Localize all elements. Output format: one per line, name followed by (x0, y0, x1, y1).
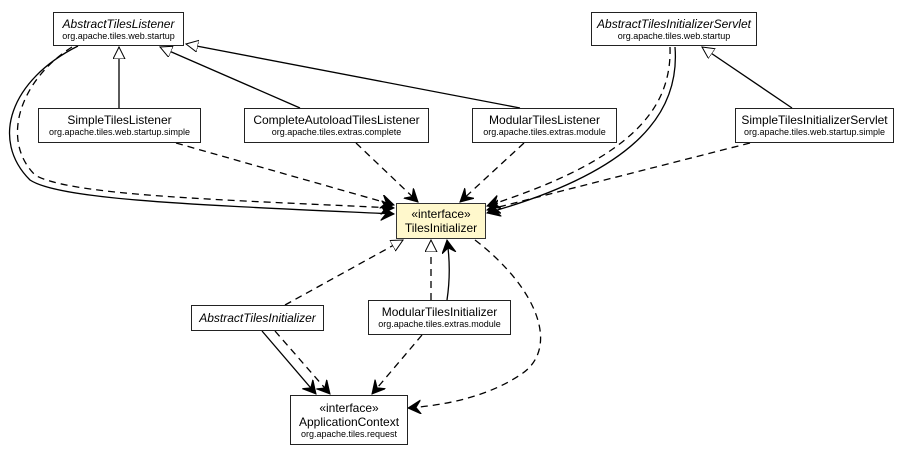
class-abstract-tiles-listener[interactable]: AbstractTilesListener org.apache.tiles.w… (53, 12, 184, 46)
class-name: ModularTilesInitializer (381, 305, 498, 319)
edge-modular-initializer-assoc (447, 240, 449, 301)
edge-tiles-initializer-dep-appctx (408, 239, 542, 408)
class-name: SimpleTilesInitializerServlet (741, 113, 888, 127)
class-name: ModularTilesListener (489, 113, 600, 127)
class-package: org.apache.tiles.web.startup (62, 30, 175, 41)
class-complete-autoload-tiles-listener[interactable]: CompleteAutoloadTilesListener org.apache… (244, 108, 429, 143)
class-package: org.apache.tiles.web.startup.simple (48, 127, 191, 137)
edge-modular-listener-extends (186, 44, 521, 109)
class-abstract-tiles-initializer-servlet[interactable]: AbstractTilesInitializerServlet org.apac… (591, 12, 757, 46)
edge-abstract-servlet-assoc (487, 46, 677, 213)
edge-abstract-initializer-dep-appctx (274, 330, 330, 394)
class-modular-tiles-listener[interactable]: ModularTilesListener org.apache.tiles.ex… (472, 108, 617, 143)
interface-tiles-initializer[interactable]: «interface» TilesInitializer (396, 203, 486, 239)
class-package: org.apache.tiles.request (300, 428, 398, 439)
class-abstract-tiles-initializer[interactable]: AbstractTilesInitializer (191, 305, 324, 331)
edge-abstract-listener-dep (16, 46, 394, 208)
edge-simple-listener-dep (175, 142, 394, 205)
class-package: org.apache.tiles.extras.complete (271, 127, 402, 137)
class-name: AbstractTilesListener (62, 16, 175, 31)
class-simple-tiles-listener[interactable]: SimpleTilesListener org.apache.tiles.web… (38, 108, 201, 143)
class-name: CompleteAutoloadTilesListener (253, 113, 420, 127)
edge-abstract-listener-assoc (8, 45, 394, 214)
interface-application-context[interactable]: «interface» ApplicationContext org.apach… (290, 395, 408, 445)
edge-abstract-initializer-assoc-appctx (261, 330, 316, 394)
edge-complete-listener-extends (160, 47, 301, 109)
class-name: AbstractTilesInitializerServlet (597, 16, 751, 31)
class-name: AbstractTilesInitializer (199, 311, 316, 325)
class-package: org.apache.tiles.extras.module (483, 127, 606, 137)
class-name: SimpleTilesListener (67, 113, 172, 127)
class-name: TilesInitializer (404, 221, 478, 235)
edge-simple-servlet-extends (702, 47, 793, 109)
class-name: ApplicationContext (298, 414, 400, 429)
class-package: org.apache.tiles.web.startup (617, 30, 731, 41)
edge-simple-servlet-dep (487, 142, 751, 210)
edge-modular-initializer-dep-appctx (372, 334, 423, 394)
class-simple-tiles-initializer-servlet[interactable]: SimpleTilesInitializerServlet org.apache… (735, 108, 894, 143)
edge-modular-listener-dep (460, 142, 525, 202)
edge-complete-listener-dep (355, 142, 418, 202)
stereotype-label: «interface» (319, 400, 379, 415)
class-modular-tiles-initializer[interactable]: ModularTilesInitializer org.apache.tiles… (368, 300, 511, 335)
class-package: org.apache.tiles.extras.module (378, 319, 501, 329)
stereotype-label: «interface» (411, 207, 471, 221)
class-package: org.apache.tiles.web.startup.simple (743, 127, 886, 137)
edge-abstract-initializer-realizes (284, 239, 403, 306)
edge-abstract-servlet-dep (487, 46, 671, 206)
